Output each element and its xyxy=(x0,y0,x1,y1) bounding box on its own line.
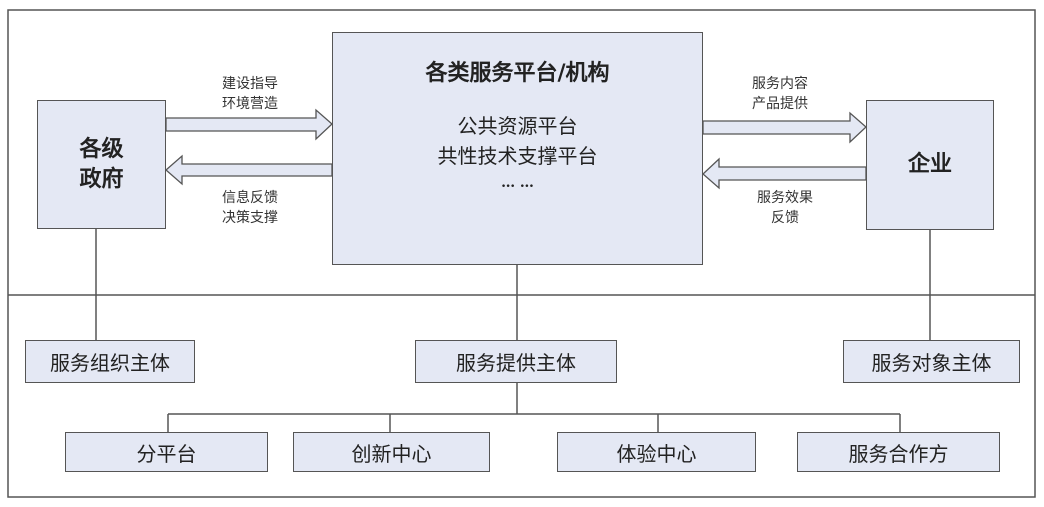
government-line2: 政府 xyxy=(79,166,124,192)
provider-item: 体验中心 xyxy=(557,432,756,472)
role-organizer: 服务组织主体 xyxy=(25,340,195,383)
arrow-enterprise-to-platform xyxy=(702,157,867,190)
platform-item: 公共资源平台 xyxy=(457,114,578,138)
label-line: 信息反馈 xyxy=(222,190,278,206)
platform-ellipsis: … … xyxy=(501,175,534,191)
label-line: 建设指导 xyxy=(222,76,278,92)
arrow-platform-to-enterprise xyxy=(702,111,867,144)
government-box: 各级 政府 xyxy=(37,100,166,229)
outer-frame xyxy=(7,9,1036,498)
label-line: 环境营造 xyxy=(222,96,278,112)
provider-item: 创新中心 xyxy=(293,432,490,472)
arrow-platform-to-gov xyxy=(165,154,333,186)
arrow-label-platform-to-enterprise: 服务内容 产品提供 xyxy=(730,74,830,114)
enterprise-box: 企业 xyxy=(866,100,994,230)
enterprise-label: 企业 xyxy=(907,152,952,177)
role-provider: 服务提供主体 xyxy=(415,340,617,383)
label-line: 决策支撑 xyxy=(222,210,278,226)
platform-item: 共性技术支撑平台 xyxy=(437,144,598,168)
label-line: 服务内容 xyxy=(752,76,808,92)
label-line: 反馈 xyxy=(771,210,799,226)
arrow-gov-to-platform xyxy=(165,108,333,141)
arrow-label-platform-to-gov: 信息反馈 决策支撑 xyxy=(200,188,300,228)
provider-item: 服务合作方 xyxy=(797,432,1000,472)
role-target: 服务对象主体 xyxy=(843,340,1020,383)
label-line: 产品提供 xyxy=(752,96,808,112)
platform-title: 各类服务平台/机构 xyxy=(425,61,610,86)
label-line: 服务效果 xyxy=(757,190,813,206)
platform-box: 各类服务平台/机构 公共资源平台 共性技术支撑平台 … … xyxy=(332,32,703,265)
arrow-label-enterprise-to-platform: 服务效果 反馈 xyxy=(735,188,835,228)
provider-item: 分平台 xyxy=(65,432,268,472)
arrow-label-gov-to-platform: 建设指导 环境营造 xyxy=(200,74,300,114)
government-line1: 各级 xyxy=(79,136,124,162)
